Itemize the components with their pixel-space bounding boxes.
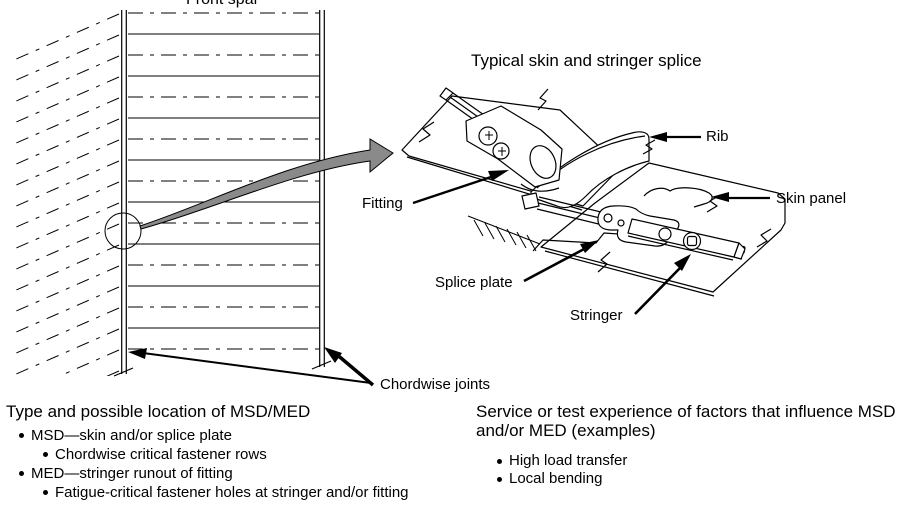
break-mark	[537, 88, 549, 111]
fitting-lobe	[478, 126, 498, 146]
skin-panel-arrowhead	[711, 192, 729, 202]
msd-location-block: Type and possible location of MSD/MED MS…	[6, 402, 466, 502]
zoom-arrow	[139, 138, 394, 230]
bullet-icon	[43, 490, 48, 495]
stringer-arrow	[634, 266, 682, 315]
list-item-text: Fatigue-critical fastener holes at strin…	[55, 484, 409, 501]
spar-hatch-marks	[13, 13, 120, 376]
fastener-hole	[682, 231, 702, 251]
list-item: High load transfer	[476, 452, 904, 470]
stringer-bar-end	[733, 242, 746, 260]
break-mark	[756, 228, 772, 248]
detail-callout-circle	[104, 212, 142, 250]
splice-diagram-title: Typical skin and stringer splice	[471, 51, 702, 70]
service-experience-block: Service or test experience of factors th…	[476, 402, 904, 488]
chordwise-arrow-long	[142, 352, 372, 384]
msd-block-heading: Type and possible location of MSD/MED	[6, 402, 311, 421]
chordwise-arrowhead-short	[324, 347, 342, 363]
front-spar-label: Front spar	[186, 0, 259, 9]
list-item-text: High load transfer	[509, 452, 628, 469]
splice-plate-label: Splice plate	[435, 274, 513, 291]
fastener-row-shading	[467, 215, 541, 252]
fastener-marks	[485, 131, 506, 156]
fitting-cutout	[529, 145, 557, 179]
list-item-text: Local bending	[509, 470, 603, 487]
skin-panel-label: Skin panel	[776, 190, 847, 207]
stringer-bar-bottom	[627, 235, 734, 261]
list-item-text: Chordwise critical fastener rows	[55, 446, 267, 463]
fitting-label: Fitting	[362, 195, 403, 212]
break-mark	[597, 251, 611, 273]
fitting-foot-curve	[520, 183, 560, 192]
bullet-icon	[497, 458, 502, 464]
list-item-text: MED—stringer runout of fitting	[31, 465, 233, 482]
fitting-arrowhead	[488, 170, 509, 181]
label-arrows	[128, 132, 770, 387]
spar-row-lines	[128, 12, 319, 350]
splice-isometric	[401, 87, 786, 297]
stringer-arrowhead	[674, 254, 691, 271]
joint-foot-tick	[113, 367, 134, 377]
break-mark	[642, 139, 656, 155]
break-mark	[418, 121, 435, 143]
rib-arrowhead	[649, 132, 667, 142]
chordwise-joints-label: Chordwise joints	[380, 376, 491, 393]
fastener-hole	[617, 219, 625, 227]
stringer-label: Stringer	[570, 307, 623, 324]
bullet-icon	[43, 452, 48, 457]
bullet-icon	[19, 471, 24, 476]
splice-plate-arrow	[523, 246, 587, 283]
stringer-channel-cap	[439, 87, 454, 101]
splice-plate-arrowhead	[580, 240, 599, 253]
fastener-hole	[658, 227, 672, 241]
chordwise-arrowhead-long	[128, 348, 147, 359]
fastener-hole	[603, 213, 613, 223]
list-item-text: MSD—skin and/or splice plate	[31, 427, 232, 444]
list-item: Local bending	[476, 470, 904, 488]
joint-foot-tick	[311, 360, 332, 370]
list-item: MSD—skin and/or splice plate	[6, 426, 466, 445]
list-item: Fatigue-critical fastener holes at strin…	[6, 483, 466, 502]
panel-thickness-line	[544, 250, 715, 297]
list-item: MED—stringer runout of fitting	[6, 464, 466, 483]
fastener-hole-inner	[686, 235, 698, 247]
chordwise-arrow-short	[333, 351, 375, 387]
bullet-icon	[497, 476, 502, 482]
fitting-arrow	[412, 174, 495, 205]
list-item: Chordwise critical fastener rows	[6, 445, 466, 464]
service-block-heading: Service or test experience of factors th…	[476, 402, 896, 440]
rib-label: Rib	[706, 128, 729, 145]
splice-rail-end-box	[521, 192, 540, 210]
bullet-icon	[19, 433, 24, 438]
